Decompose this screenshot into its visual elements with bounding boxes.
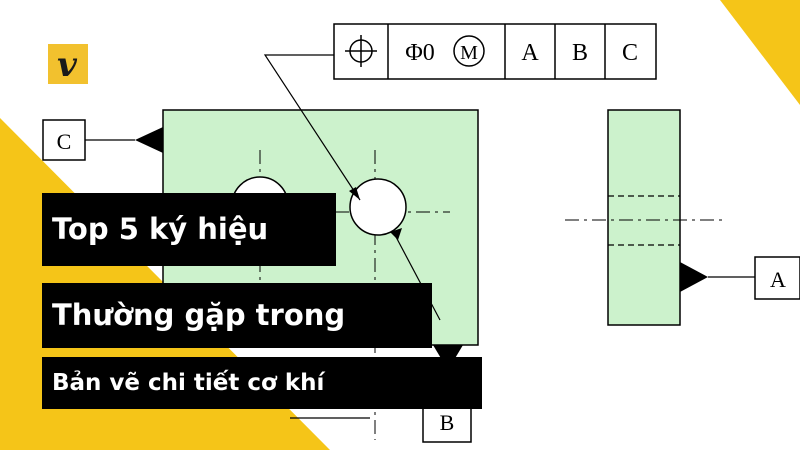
frame-datum-c: C: [622, 40, 638, 66]
datum-b-label: B: [440, 410, 455, 435]
accent-triangle-top-right: [720, 0, 800, 105]
title-line-2: Thường gặp trong: [42, 283, 432, 348]
title-line-3: Bản vẽ chi tiết cơ khí: [42, 357, 482, 409]
datum-c-box: [42, 119, 86, 161]
side-view-part: [607, 109, 681, 326]
hidden-lines: [608, 195, 680, 246]
position-icon: [345, 35, 377, 67]
datum-c-triangle: [135, 127, 163, 153]
leader-arrow-head: [349, 187, 360, 200]
title-line-1: Top 5 ký hiệu: [42, 193, 336, 266]
datum-a-triangle: [680, 262, 708, 292]
datum-a-box: [754, 256, 800, 300]
leader-lines: [85, 54, 441, 419]
leader-arrow-head-2: [390, 228, 402, 240]
brand-logo: v: [48, 44, 88, 84]
datum-a-label: A: [770, 267, 786, 292]
mmc-circle: [453, 35, 485, 67]
frame-datum-b: B: [572, 40, 588, 66]
tolerance-value: Φ0: [405, 40, 435, 66]
mmc-modifier: M: [460, 42, 478, 64]
feature-control-frame: Φ0 M A B C: [333, 23, 657, 80]
datum-c-label: C: [57, 129, 72, 154]
hole-right: [349, 178, 407, 236]
logo-letter: v: [57, 45, 78, 84]
frame-datum-a: A: [521, 40, 539, 66]
